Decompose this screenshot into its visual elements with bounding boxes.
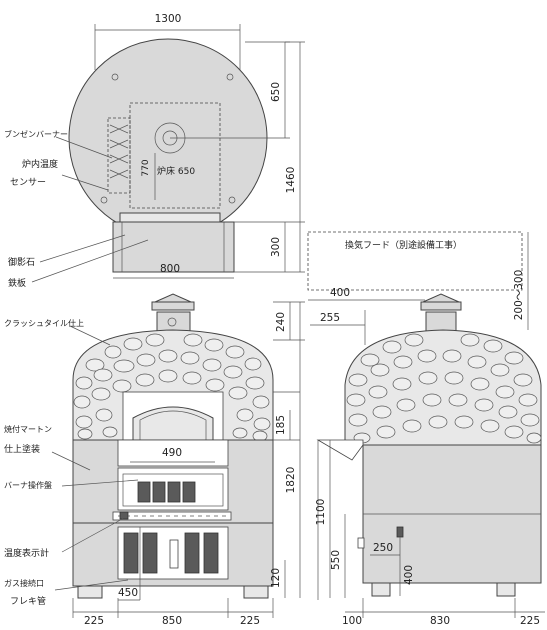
panel-switch bbox=[167, 481, 181, 503]
cabinet-vent bbox=[203, 532, 219, 574]
dim-850: 850 bbox=[162, 615, 182, 627]
dim-800: 800 bbox=[160, 263, 180, 275]
label-gas-port-1: ガス接続口 bbox=[4, 578, 44, 588]
leader bbox=[51, 451, 91, 471]
leader bbox=[61, 479, 139, 487]
cabinet-handle bbox=[169, 539, 179, 569]
inner-chamber bbox=[129, 102, 221, 209]
chimney-cap bbox=[151, 301, 195, 311]
thermometer-display bbox=[119, 511, 129, 520]
hood: 換気フード（別途設備工事） 200〜300 bbox=[307, 231, 529, 330]
dim-hood-range: 200〜300 bbox=[513, 270, 525, 321]
side-foot bbox=[496, 582, 516, 597]
leader bbox=[54, 579, 129, 591]
burner-outline bbox=[107, 117, 131, 194]
label-thermometer: 温度表示計 bbox=[4, 547, 49, 559]
side-valve bbox=[396, 526, 404, 538]
dim-255: 255 bbox=[320, 312, 340, 324]
dim-120: 120 bbox=[270, 568, 282, 588]
label-gas-port-2: フレキ管 bbox=[10, 595, 46, 607]
dim-225-left: 225 bbox=[84, 615, 104, 627]
dim-830: 830 bbox=[430, 615, 450, 627]
panel-switch bbox=[152, 481, 166, 503]
leader bbox=[31, 239, 149, 283]
control-strip bbox=[112, 511, 232, 521]
plan-view: 1300 770 炉床 650 650 1460 300 800 ブンゼンバーナ… bbox=[4, 13, 305, 289]
dim-100: 100 bbox=[342, 615, 362, 627]
front-view: 490 225 850 225 450 240 bbox=[4, 293, 305, 627]
dim-240: 240 bbox=[275, 312, 287, 332]
foot bbox=[77, 585, 103, 599]
label-crush-tile: クラッシュタイル仕上 bbox=[4, 318, 84, 328]
leader bbox=[69, 325, 111, 346]
dim-300: 300 bbox=[270, 237, 282, 257]
label-sensor-2: センサー bbox=[10, 177, 46, 188]
dim-185: 185 bbox=[275, 415, 287, 435]
dim-550: 550 bbox=[330, 550, 342, 570]
bolt bbox=[228, 196, 236, 204]
dim-450: 450 bbox=[118, 587, 138, 599]
dim-400-low: 400 bbox=[403, 565, 415, 585]
stone-texture-front bbox=[73, 333, 271, 442]
leader bbox=[55, 136, 113, 159]
chimney-ring bbox=[167, 317, 177, 327]
stone-texture-side bbox=[346, 333, 542, 444]
dim-490: 490 bbox=[162, 447, 182, 459]
side-shelf bbox=[316, 439, 364, 461]
hood-outline bbox=[307, 231, 523, 291]
dim-1300: 1300 bbox=[155, 13, 182, 25]
bolt bbox=[111, 73, 119, 81]
side-connector bbox=[357, 537, 365, 549]
dim-250: 250 bbox=[373, 542, 393, 554]
side-foot bbox=[371, 582, 391, 597]
panel-bezel bbox=[122, 473, 224, 507]
leader bbox=[61, 174, 109, 191]
dim-1820: 1820 bbox=[285, 467, 297, 494]
chimney-roof bbox=[154, 293, 192, 303]
label-stone: 御影石 bbox=[8, 256, 35, 268]
cabinet-vent bbox=[142, 532, 158, 574]
oven-mouth bbox=[132, 406, 214, 441]
label-mortar-2: 仕上塗装 bbox=[4, 443, 40, 455]
dim-650: 650 bbox=[270, 82, 282, 102]
dim-400-top: 400 bbox=[330, 287, 350, 299]
cabinet-vent bbox=[123, 532, 139, 574]
label-hood: 換気フード（別途設備工事） bbox=[345, 239, 462, 251]
granite-stand bbox=[112, 221, 235, 273]
dim-225-right: 225 bbox=[240, 615, 260, 627]
hearth-label: 炉床 650 bbox=[157, 165, 195, 177]
leader bbox=[61, 517, 125, 553]
panel-switch bbox=[182, 481, 196, 503]
bolt bbox=[100, 196, 108, 204]
label-sensor-1: 炉内温度 bbox=[22, 158, 58, 170]
label-burner-panel: バーナ操作盤 bbox=[4, 480, 52, 490]
side-chimney-roof bbox=[422, 293, 460, 303]
burner-hatch bbox=[109, 124, 129, 179]
mouth-arch bbox=[139, 410, 207, 440]
label-iron: 鉄板 bbox=[8, 277, 26, 289]
cabinet-vent bbox=[184, 532, 200, 574]
panel-switch bbox=[137, 481, 151, 503]
dim-1100: 1100 bbox=[315, 499, 327, 526]
dim-770: 770 bbox=[141, 159, 151, 176]
side-view: 400 255 1100 550 250 400 100 830 225 bbox=[308, 287, 545, 627]
dim-1460: 1460 bbox=[285, 167, 297, 194]
label-mortar-1: 焼付マートン bbox=[4, 424, 52, 434]
label-burner: ブンゼンバーナー bbox=[4, 129, 68, 139]
stone-dome-side bbox=[344, 329, 542, 446]
dim-225-side: 225 bbox=[520, 615, 540, 627]
side-chimney-cap bbox=[420, 301, 462, 311]
leader bbox=[39, 234, 126, 263]
foot bbox=[243, 585, 269, 599]
bolt bbox=[226, 73, 234, 81]
